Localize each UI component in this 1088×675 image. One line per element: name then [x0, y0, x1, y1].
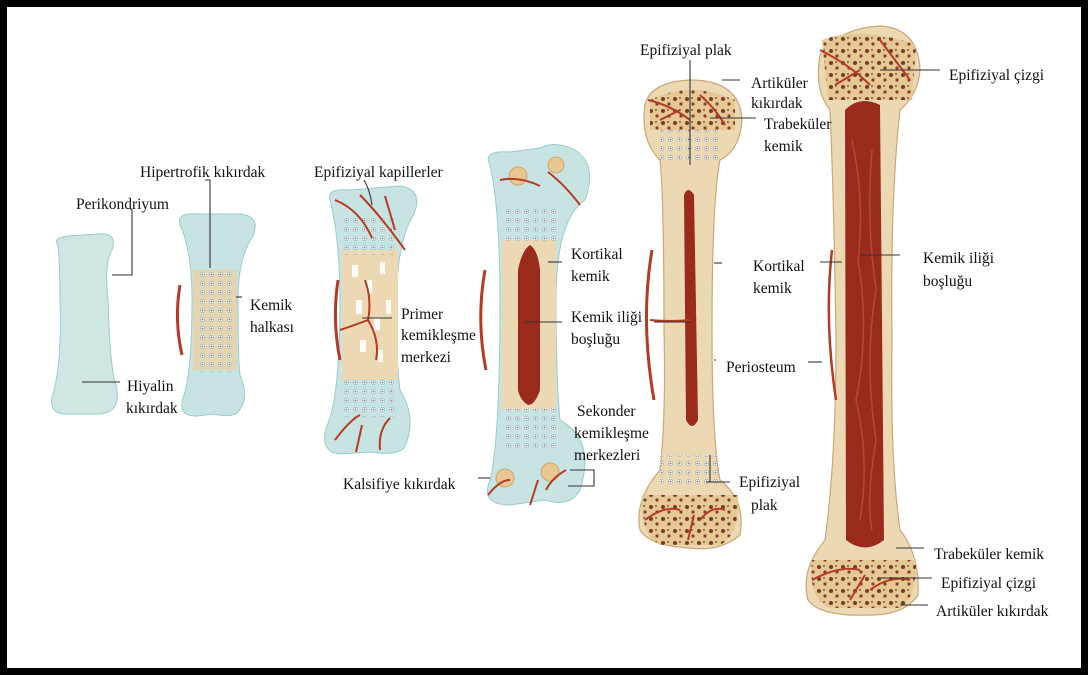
label-artikuler-kikirdak: Artiküler kıkırdak	[936, 603, 1048, 620]
label-epifiziyal-kapillerler: Epifiziyal kapillerler	[314, 164, 443, 181]
label-sekonder-3: merkezleri	[574, 447, 640, 464]
label-kemik-halkasi-2: halkası	[250, 319, 294, 336]
label-kalsifiye-kikirdak: Kalsifiye kıkırdak	[343, 476, 455, 493]
stage2-bone-collar	[177, 214, 255, 416]
label-kemik-halkasi-1: Kemik	[250, 297, 292, 314]
stage1-cartilage-model	[52, 234, 118, 414]
label-trabekuler-kemik: Trabeküler kemik	[934, 546, 1044, 563]
label-hipertrofik-kikirdak: Hipertrofik kıkırdak	[140, 164, 265, 181]
label-perikondriyum: Perikondriyum	[76, 196, 169, 213]
label-kemik-iligi5-2: boşluğu	[923, 273, 972, 290]
label-sekonder-1: Sekonder	[577, 403, 636, 420]
label-epifiziyal-cizgi-bot: Epifiziyal çizgi	[941, 575, 1036, 592]
label-artikuler-2: kıkırdak	[751, 95, 803, 112]
stage6-mature-bone	[806, 26, 920, 615]
label-kortikal-kemik-2: kemik	[571, 268, 610, 285]
label-epifiziyal-plak-top: Epifiziyal plak	[640, 42, 732, 59]
label-kortikal4-1: Kortikal	[753, 258, 805, 275]
label-trabekuler-1: Trabeküler	[764, 116, 831, 133]
label-epifiziyal-plak-bot-1: Epifiziyal	[739, 474, 800, 491]
label-epifiziyal-plak-bot-2: plak	[751, 497, 778, 514]
label-kortikal-kemik-1: Kortikal	[571, 246, 623, 263]
label-periosteum: Periosteum	[726, 359, 796, 376]
label-primer-1: Primer	[401, 306, 443, 323]
label-kemik-iligi-2: boşluğu	[571, 331, 620, 348]
label-primer-3: merkezi	[401, 349, 451, 366]
label-kortikal4-2: kemik	[753, 280, 792, 297]
label-kemik-iligi5-1: Kemik iliği	[923, 250, 994, 267]
label-kemik-iligi-1: Kemik iliği	[571, 309, 642, 326]
bone-development-illustration	[7, 7, 1081, 668]
label-hiyalin-1: Hiyalin	[127, 378, 174, 395]
label-primer-2: kemikleşme	[401, 327, 476, 344]
label-epifiziyal-cizgi-top: Epifiziyal çizgi	[949, 67, 1044, 84]
label-artikuler-1: Artiküler	[751, 75, 808, 92]
label-hiyalin-2: kıkırdak	[126, 400, 178, 417]
label-trabekuler-2: kemik	[764, 138, 803, 155]
label-sekonder-2: kemikleşme	[574, 425, 649, 442]
